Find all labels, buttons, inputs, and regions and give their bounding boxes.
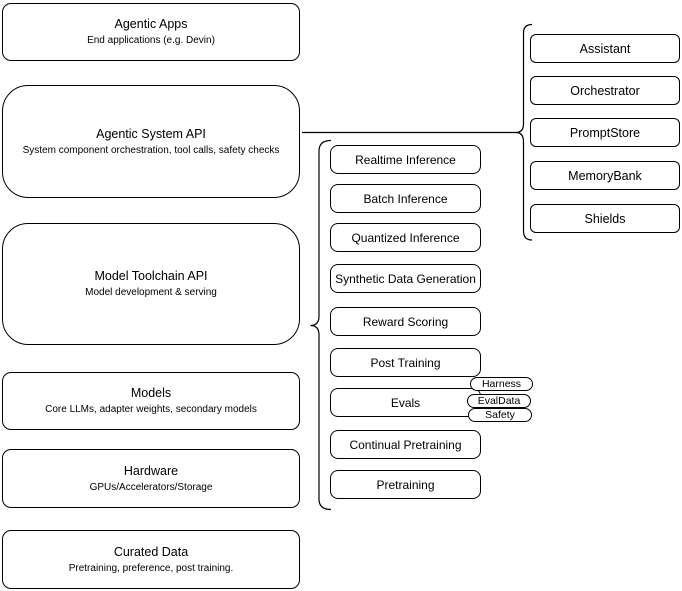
node-evals: Evals	[330, 388, 481, 417]
node-label: Assistant	[579, 41, 631, 56]
node-batch-inference: Batch Inference	[330, 184, 481, 213]
node-hardware: Hardware GPUs/Accelerators/Storage	[2, 449, 300, 508]
node-title: Hardware	[123, 463, 179, 478]
node-label: MemoryBank	[568, 168, 642, 183]
brace-toolchain	[310, 139, 332, 511]
tag-harness: Harness	[470, 377, 533, 391]
node-agentic-system-api: Agentic System API System component orch…	[2, 85, 300, 198]
node-promptstore: PromptStore	[530, 118, 680, 147]
tag-label: Safety	[485, 409, 515, 421]
node-title: Model Toolchain API	[94, 269, 208, 283]
node-continual-pretraining: Continual Pretraining	[330, 430, 481, 459]
node-subtitle: System component orchestration, tool cal…	[22, 144, 280, 156]
node-label: Shields	[584, 211, 626, 226]
node-subtitle: GPUs/Accelerators/Storage	[89, 481, 213, 493]
node-label: Orchestrator	[570, 83, 640, 98]
tag-label: EvalData	[477, 395, 521, 407]
node-synthetic-data-generation: Synthetic Data Generation	[330, 264, 481, 293]
node-models: Models Core LLMs, adapter weights, secon…	[2, 372, 300, 430]
node-label: Continual Pretraining	[349, 437, 462, 452]
node-subtitle: Core LLMs, adapter weights, secondary mo…	[45, 404, 257, 415]
node-subtitle: Pretraining, preference, post training.	[68, 562, 234, 574]
node-shields: Shields	[530, 204, 680, 233]
node-post-training: Post Training	[330, 348, 481, 377]
node-assistant: Assistant	[530, 34, 680, 63]
node-realtime-inference: Realtime Inference	[330, 145, 481, 174]
tag-evaldata: EvalData	[467, 394, 531, 408]
node-label: PromptStore	[569, 125, 641, 140]
node-label: Synthetic Data Generation	[335, 271, 476, 286]
node-quantized-inference: Quantized Inference	[330, 223, 481, 252]
node-subtitle: Model development & serving	[85, 287, 217, 298]
tag-label: Harness	[481, 378, 522, 390]
node-label: Pretraining	[376, 477, 435, 492]
node-label: Realtime Inference	[355, 152, 456, 167]
node-title: Agentic Apps	[114, 17, 188, 31]
node-label: Batch Inference	[363, 191, 448, 206]
node-orchestrator: Orchestrator	[530, 76, 680, 105]
node-title: Curated Data	[113, 544, 189, 559]
node-label: Reward Scoring	[362, 314, 449, 329]
node-subtitle: End applications (e.g. Devin)	[87, 35, 215, 46]
node-pretraining: Pretraining	[330, 470, 481, 499]
node-title: Agentic System API	[96, 126, 206, 141]
node-model-toolchain-api: Model Toolchain API Model development & …	[2, 223, 300, 345]
node-label: Quantized Inference	[351, 230, 460, 245]
tag-safety: Safety	[468, 408, 532, 422]
node-label: Post Training	[370, 355, 441, 370]
node-label: Evals	[390, 395, 421, 410]
node-agentic-apps: Agentic Apps End applications (e.g. Devi…	[2, 3, 300, 61]
node-reward-scoring: Reward Scoring	[330, 307, 481, 336]
node-curated-data: Curated Data Pretraining, preference, po…	[2, 530, 300, 589]
node-memorybank: MemoryBank	[530, 161, 680, 190]
node-title: Models	[130, 386, 172, 400]
